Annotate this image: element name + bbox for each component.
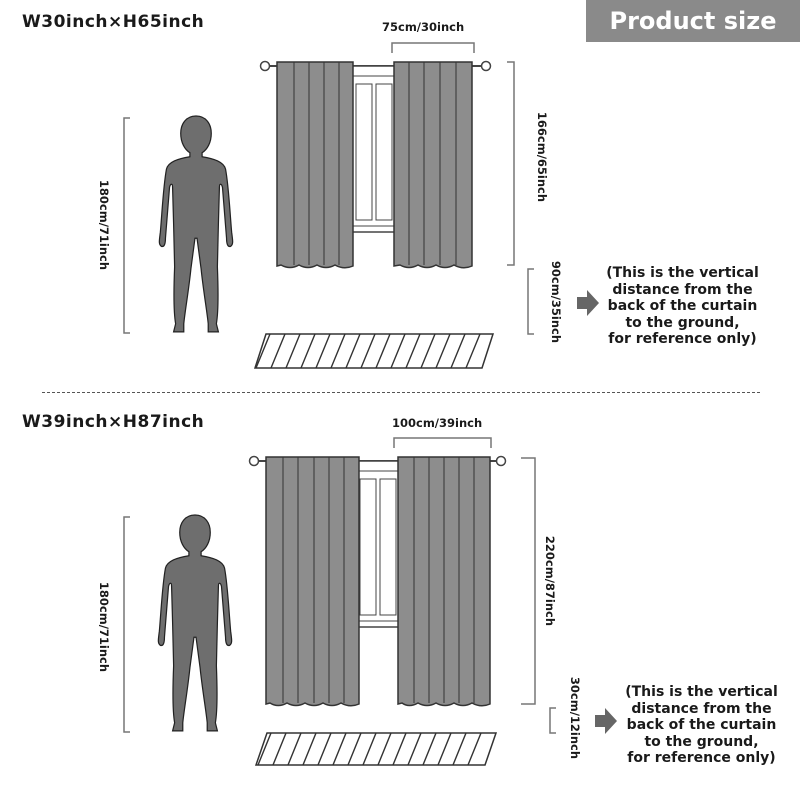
- section-1-art: [123, 42, 599, 369]
- person-height-label-2: 180cm/71inch: [97, 581, 111, 673]
- note-line: to the ground,: [625, 314, 740, 331]
- person-figure-2: [157, 514, 233, 732]
- section-divider: [42, 392, 760, 393]
- person-height-label-1: 180cm/71inch: [97, 179, 111, 271]
- width-label-1: 75cm/30inch: [382, 20, 465, 34]
- width-label-2: 100cm/39inch: [392, 416, 483, 430]
- ground-gap-label-2: 30cm/12inch: [568, 676, 582, 760]
- product-size-badge: Product size: [586, 0, 800, 42]
- note-line: back of the curtain: [607, 298, 758, 314]
- size-title-2: W39inch×H87inch: [22, 412, 205, 432]
- reference-note-2: (This is the vertical distance from the …: [614, 684, 789, 767]
- ground-gap-label-1: 90cm/35inch: [549, 260, 563, 344]
- note-line: for reference only): [608, 331, 757, 347]
- arrow-right-icon: [595, 708, 617, 734]
- curtain-height-label-2: 220cm/87inch: [543, 535, 557, 627]
- reference-note-1: (This is the vertical distance from the …: [595, 265, 770, 348]
- curtain-height-label-1: 166cm/65inch: [535, 111, 549, 203]
- person-figure-1: [158, 115, 234, 333]
- arrow-right-icon: [577, 290, 599, 316]
- size-title-1: W30inch×H65inch: [22, 12, 205, 32]
- note-line: (This is the vertical: [606, 265, 759, 281]
- note-line: for reference only): [627, 750, 776, 766]
- note-line: to the ground,: [644, 733, 759, 750]
- note-line: distance from the: [631, 700, 772, 717]
- note-line: distance from the: [612, 281, 753, 298]
- note-line: back of the curtain: [626, 717, 777, 733]
- note-line: (This is the vertical: [625, 684, 778, 700]
- section-2-art: [123, 437, 617, 766]
